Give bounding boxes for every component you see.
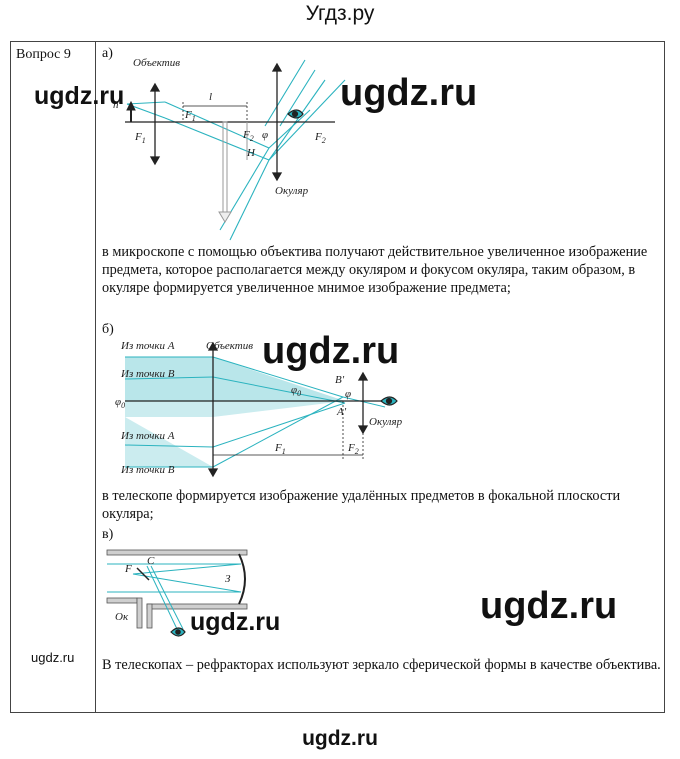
part-b-text: в телескопе формируется изображение удал… bbox=[102, 488, 621, 522]
microscope-diagram: Объектив h l F1 F1 F2 F2 φ H Окуляр bbox=[113, 57, 346, 241]
answer-table: Вопрос 9 а) bbox=[10, 41, 665, 713]
label-F1-left: F1 bbox=[134, 131, 146, 145]
label-eyepiece: Окуляр bbox=[275, 185, 309, 197]
label-phi: φ bbox=[262, 129, 268, 141]
object-arrow bbox=[126, 100, 136, 122]
eye-icon bbox=[287, 109, 304, 119]
telescope-rays bbox=[124, 356, 386, 468]
label-Z: З bbox=[225, 573, 231, 585]
label-h: h bbox=[113, 99, 119, 111]
label-C: C bbox=[147, 555, 155, 567]
label-objective: Объектив bbox=[206, 340, 253, 352]
label-F2: F2 bbox=[347, 442, 359, 456]
focal-markers bbox=[182, 102, 248, 122]
table-divider bbox=[95, 42, 96, 712]
question-label: Вопрос 9 bbox=[16, 47, 71, 62]
label-a-prime: A′ bbox=[336, 406, 347, 418]
watermark-3: ugdz.ru bbox=[262, 330, 400, 372]
label-eyepiece: Окуляр bbox=[369, 416, 403, 428]
label-F2-right: F2 bbox=[314, 131, 326, 145]
spherical-mirror bbox=[238, 553, 246, 605]
telescope-tube bbox=[106, 549, 248, 629]
label-phi0-left: φ0 bbox=[115, 396, 125, 410]
label-F1: F1 bbox=[184, 109, 196, 123]
eye-icon bbox=[170, 627, 186, 637]
label-b-prime: B′ bbox=[335, 374, 345, 386]
label-H: H bbox=[246, 147, 256, 159]
label-l: l bbox=[209, 91, 212, 103]
label-F2: F2 bbox=[242, 129, 254, 143]
part-c-text: В телескопах – рефракторах используют зе… bbox=[102, 657, 661, 673]
part-a-text: в микроскопе с помощью объектива получаю… bbox=[102, 244, 648, 296]
real-image-arrow bbox=[218, 121, 232, 223]
label-phi0-inner: φ0 bbox=[291, 384, 301, 398]
label-from-a-top: Из точки A bbox=[120, 340, 175, 352]
objective-lens bbox=[149, 82, 161, 166]
beam-lower bbox=[125, 401, 345, 467]
eyepiece-lens bbox=[271, 62, 283, 182]
label-from-b-top: Из точки B bbox=[120, 368, 175, 380]
site-title: Угдз.ру bbox=[305, 2, 375, 25]
watermark-6: ugdz.ru bbox=[31, 650, 75, 665]
part-b-label: б) bbox=[102, 322, 114, 337]
label-F: F bbox=[124, 563, 132, 575]
focal-dimension bbox=[213, 401, 364, 459]
watermark-5: ugdz.ru bbox=[190, 608, 281, 636]
reflector-diagram: F C З Ок bbox=[106, 549, 248, 637]
secondary-mirror bbox=[136, 567, 150, 581]
telescope-eyepiece bbox=[357, 371, 369, 435]
watermark-2: ugdz.ru bbox=[34, 82, 125, 110]
label-from-b-bottom: Из точки B bbox=[120, 464, 175, 476]
site-footer: ugdz.ru bbox=[302, 727, 378, 750]
microscope-rays bbox=[126, 59, 346, 241]
label-F1: F1 bbox=[274, 442, 286, 456]
label-Ok: Ок bbox=[115, 611, 129, 623]
part-a-label: а) bbox=[102, 46, 113, 61]
beam-upper bbox=[125, 357, 345, 401]
telescope-objective bbox=[207, 341, 219, 478]
label-from-a-bottom: Из точки A bbox=[120, 430, 175, 442]
eye-icon bbox=[380, 396, 398, 406]
label-phi-eyepiece: φ bbox=[345, 388, 351, 400]
watermark-4: ugdz.ru bbox=[480, 585, 618, 627]
label-objective: Объектив bbox=[133, 57, 180, 69]
telescope-diagram: Из точки A Объектив Из точки B B′ φ0 φ φ… bbox=[115, 340, 403, 478]
reflector-rays bbox=[107, 563, 242, 630]
part-c-label: в) bbox=[102, 527, 114, 542]
watermark-1: ugdz.ru bbox=[340, 72, 478, 114]
